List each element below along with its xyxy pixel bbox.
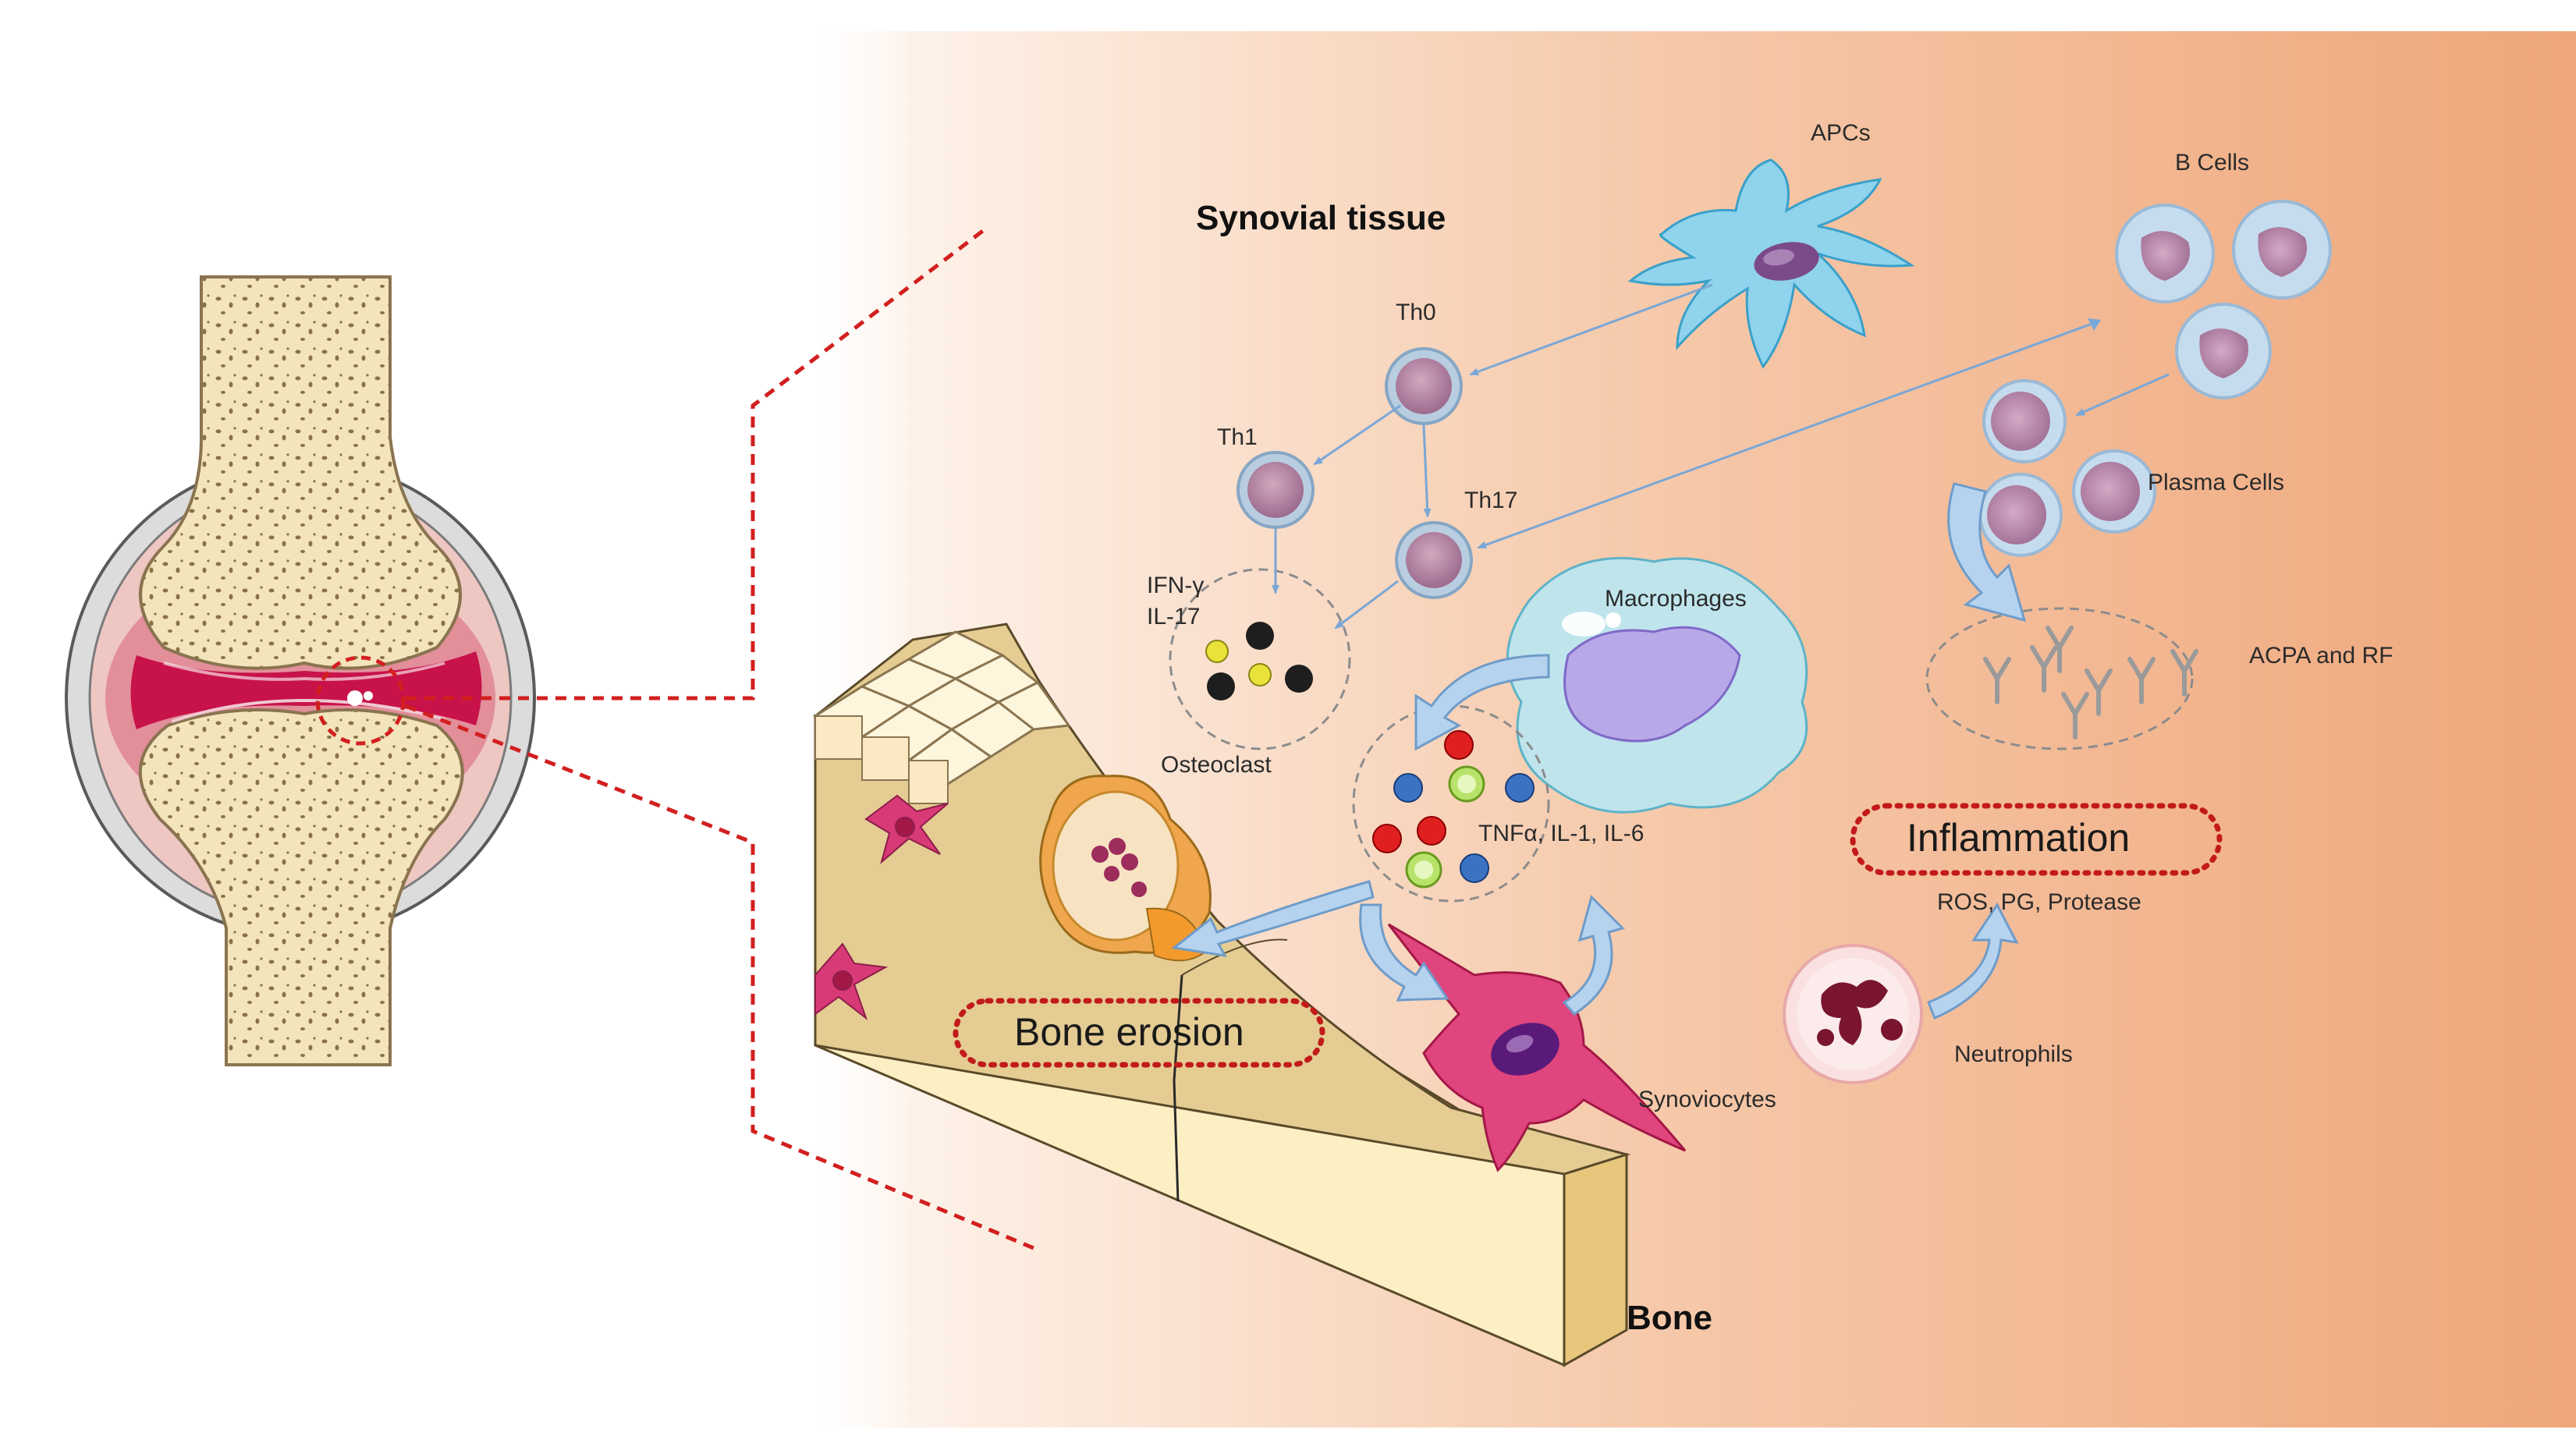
ros-pg-protease-label: ROS, PG, Protease: [1937, 889, 2141, 915]
block-arrows: [1171, 482, 2027, 1020]
macrophages-label: Macrophages: [1605, 586, 1747, 612]
il17-label: IL-17: [1147, 604, 1201, 630]
bone-block: [812, 622, 1631, 1367]
apc-cell: [1627, 158, 1915, 369]
th0-label: Th0: [1396, 300, 1436, 325]
acpa-rf-cluster: [1925, 607, 2198, 750]
ifn-il17-cluster: [1169, 568, 1351, 750]
th0-cell: [1385, 347, 1463, 425]
neutrophils-label: Neutrophils: [1954, 1041, 2073, 1067]
th1-label: Th1: [1217, 424, 1258, 450]
synoviocytes-label: Synoviocytes: [1638, 1087, 1776, 1112]
bone-erosion-label: Bone erosion: [1014, 1010, 1244, 1054]
b-cells-label: B Cells: [2175, 150, 2250, 176]
zoom-lines: [405, 226, 1034, 1250]
plasma-cells: [1978, 379, 2156, 557]
apcs-label: APCs: [1811, 120, 1871, 146]
th17-label: Th17: [1464, 488, 1518, 513]
osteoclast-label: Osteoclast: [1161, 752, 1272, 778]
th17-cell: [1395, 521, 1473, 599]
th1-cell: [1237, 451, 1315, 529]
joint-illustration: [65, 275, 536, 1066]
plasma-cells-label: Plasma Cells: [2148, 470, 2285, 495]
inflammation-box: [1850, 803, 2223, 876]
neutrophil-cell: [1783, 944, 1923, 1084]
ifn-gamma-label: IFN-γ: [1147, 573, 1205, 598]
thin-arrows: [1272, 283, 2170, 630]
synovial-tissue-label: Synovial tissue: [1196, 199, 1446, 237]
macrophage-cell: [1506, 557, 1808, 814]
bone-label: Bone: [1627, 1299, 1712, 1337]
acpa-rf-label: ACPA and RF: [2249, 643, 2393, 669]
cytokines-label: TNFα, IL-1, IL-6: [1478, 821, 1645, 846]
inflammation-label: Inflammation: [1907, 816, 2131, 860]
b-cells: [2115, 200, 2332, 399]
osteoclast-cell: [1039, 775, 1212, 962]
synoviocyte-cell: [1387, 923, 1687, 1172]
